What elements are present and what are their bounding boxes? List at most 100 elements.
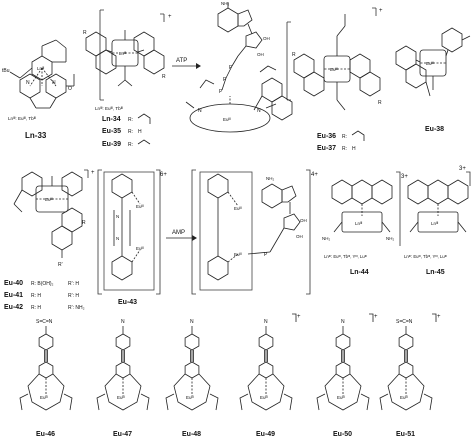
atom-rprime-eu40: R' <box>58 262 63 268</box>
structure-eu-36: R R Euᴵᴵᴵ + Eu-36 R: Eu-37 R: H <box>286 7 383 152</box>
acetate-arm-left-eu47 <box>96 393 106 411</box>
compound-charge-eu-40: + <box>91 170 95 176</box>
atom-eu-eu36: Euᴵᴵᴵ <box>330 67 338 72</box>
acetate-arm-right-eu51 <box>423 393 433 411</box>
structure-eu-40: Euᴵᴵᴵ R R' + Eu-40 R: B(OH)₂ R': H Eu-41… <box>4 169 95 311</box>
acetate-arm-left-eu51 <box>379 393 389 411</box>
atom-eu-eu46: Euᴵᴵᴵ <box>40 395 48 400</box>
compound-r-eu-36: R: <box>342 134 347 140</box>
atom-nh2-adenine: NH₂ <box>221 1 229 6</box>
compound-charge-ln-34: + <box>168 14 172 20</box>
structure-ln-45: Lnᴵᴵᴵ 3+ Lnᴵᴵᴵ: Euᴵᴵᴵ, Tbᴵᴵᴵ, Yᴵᴵᴵ, Luᴵᴵ… <box>404 166 471 276</box>
macrocycle-eu51 <box>387 373 425 411</box>
pyridine-ring-eu48 <box>184 361 200 379</box>
compound-rval-eu-35: H <box>138 129 142 135</box>
compound-metals-ln-45: Lnᴵᴵᴵ: Euᴵᴵᴵ, Tbᴵᴵᴵ, Yᴵᴵᴵ, Luᴵᴵᴵ <box>404 254 447 259</box>
atom-p-2: P <box>223 77 227 83</box>
atom-eu-eu43-top: Euᴵᴵᴵ <box>136 204 144 209</box>
compound-charge-ln-44: 3+ <box>401 174 408 180</box>
charge-bracket-eu51 <box>432 313 437 322</box>
pyridine-ring-eu46 <box>38 361 54 379</box>
compound-label-ln-45: Ln-45 <box>426 269 445 276</box>
atom-eu-amp-top: Euᴵᴵᴵ <box>234 206 242 211</box>
charge-bracket-eu49 <box>292 313 297 322</box>
atom-oh-1: OH <box>263 36 270 41</box>
compound-label-eu-39: Eu-39 <box>102 141 121 148</box>
compound-label-ln-44: Ln-44 <box>350 269 369 276</box>
aryl-ring-eu46 <box>38 333 54 351</box>
macrocycle-eu46 <box>27 373 65 411</box>
atom-r-ln34-right: R <box>162 74 166 80</box>
acetate-arm-left-eu48 <box>165 393 175 411</box>
atom-n-complex-2: N <box>257 108 261 114</box>
top-group-eu48: N <box>190 319 194 325</box>
atom-n-eu43-1: N <box>116 214 119 219</box>
structure-eu-38: Euᴵᴵᴵ Eu-38 <box>395 27 471 133</box>
atom-nh2-ln44-left: NH₂ <box>322 236 330 241</box>
compound-label-eu-37: Eu-37 <box>317 145 336 152</box>
macrocycle-eu49 <box>247 373 285 411</box>
atom-oh-amp-1: OH <box>300 218 307 223</box>
row-eu-46-to-eu-51: S=C=NEuᴵᴵᴵEu-46NEuᴵᴵᴵEu-47NEuᴵᴵᴵEu-48NEu… <box>19 313 441 438</box>
atom-nh2-amp: NH₂ <box>266 176 274 181</box>
atom-eu-eu49: Euᴵᴵᴵ <box>260 395 268 400</box>
compound-label-eu-35: Eu-35 <box>102 128 121 135</box>
aryl-ring-eu48 <box>184 333 200 351</box>
atom-p-amp: P <box>264 252 268 258</box>
compound-label-eu-41: Eu-41 <box>4 292 23 299</box>
atom-n-complex-1: N <box>198 108 202 114</box>
compound-label-eu51: Eu-51 <box>396 431 415 438</box>
atom-n-2: N <box>52 80 56 86</box>
compound-label-eu49: Eu-49 <box>256 431 275 438</box>
compound-label-eu48: Eu-48 <box>182 431 201 438</box>
compound-r-eu-41: R: H <box>31 293 41 299</box>
atom-o-1: O <box>68 86 72 92</box>
compound-r-eu-42: R: H <box>31 305 41 311</box>
compound-rval-eu-37: H <box>352 146 356 152</box>
compound-label-ln-33: Ln-33 <box>25 131 47 140</box>
acetate-arm-right-eu48 <box>209 393 219 411</box>
acetate-arm-right-eu47 <box>140 393 150 411</box>
compound-label-ln-34: Ln-34 <box>102 116 121 123</box>
atom-nh2-ln44-right: NH₂ <box>386 236 394 241</box>
compound-r-eu-39: R: <box>128 142 133 148</box>
compound-label-eu47: Eu-47 <box>113 431 132 438</box>
compound-r2-eu-42: R': NH₂ <box>68 305 85 311</box>
compound-r-eu-37: R: <box>342 146 347 152</box>
macrocycle-eu48 <box>173 373 211 411</box>
charge-bracket-eu50 <box>369 313 374 322</box>
structure-eu-43: Euᴵᴵᴵ Euᴵᴵᴵ N N 6+ Eu-43 <box>97 169 167 306</box>
compound-label-eu-42: Eu-42 <box>4 304 23 311</box>
atom-eu-eu47: Euᴵᴵᴵ <box>117 395 125 400</box>
aryl-ring-eu47 <box>115 333 131 351</box>
atom-eu-complex: Euᴵᴵᴵ <box>223 117 231 122</box>
atom-eu-amp-bottom: Euᴵᴵᴵ <box>234 252 242 257</box>
compound-r2-eu-40: R': H <box>68 281 79 287</box>
pyridine-ring-eu50 <box>335 361 351 379</box>
atom-r-eu36-left: R <box>292 52 296 58</box>
top-group-eu50: N <box>341 319 345 325</box>
atom-ln-ln34: Lnᴵᴵᴵ <box>119 51 127 56</box>
aryl-ring-eu50 <box>335 333 351 351</box>
atom-tbu: tBu <box>2 68 10 74</box>
aryl-ring-eu49 <box>258 333 274 351</box>
atom-r-eu36-right: R <box>378 100 382 106</box>
atom-eu-eu43-bottom: Euᴵᴵᴵ <box>136 246 144 251</box>
atom-eu-eu48: Euᴵᴵᴵ <box>186 395 194 400</box>
atom-p-3: P <box>219 89 223 95</box>
acetate-arm-right-eu46 <box>63 393 73 411</box>
atom-eu-eu40: Euᴵᴵᴵ <box>45 197 53 202</box>
structure-ln-33: tBu Lnᴵᴵᴵ N N O Lnᴵᴵᴵ: Euᴵᴵᴵ, Tbᴵᴵᴵ Ln-3… <box>2 39 75 140</box>
compound-charge-eu50: + <box>374 314 378 320</box>
atom-r-eu40: R <box>82 220 86 226</box>
structure-ln-34-atp-complex: NH₂ OH OH P P P Euᴵᴵᴵ N N <box>185 1 293 133</box>
compound-metals-ln-34: Lnᴵᴵᴵ: Euᴵᴵᴵ, Tbᴵᴵᴵ <box>95 106 123 111</box>
acetate-arm-left-eu49 <box>239 393 249 411</box>
pyridine-ring-eu49 <box>258 361 274 379</box>
compound-label-eu50: Eu-50 <box>333 431 352 438</box>
acetate-arm-left-eu50 <box>316 393 326 411</box>
